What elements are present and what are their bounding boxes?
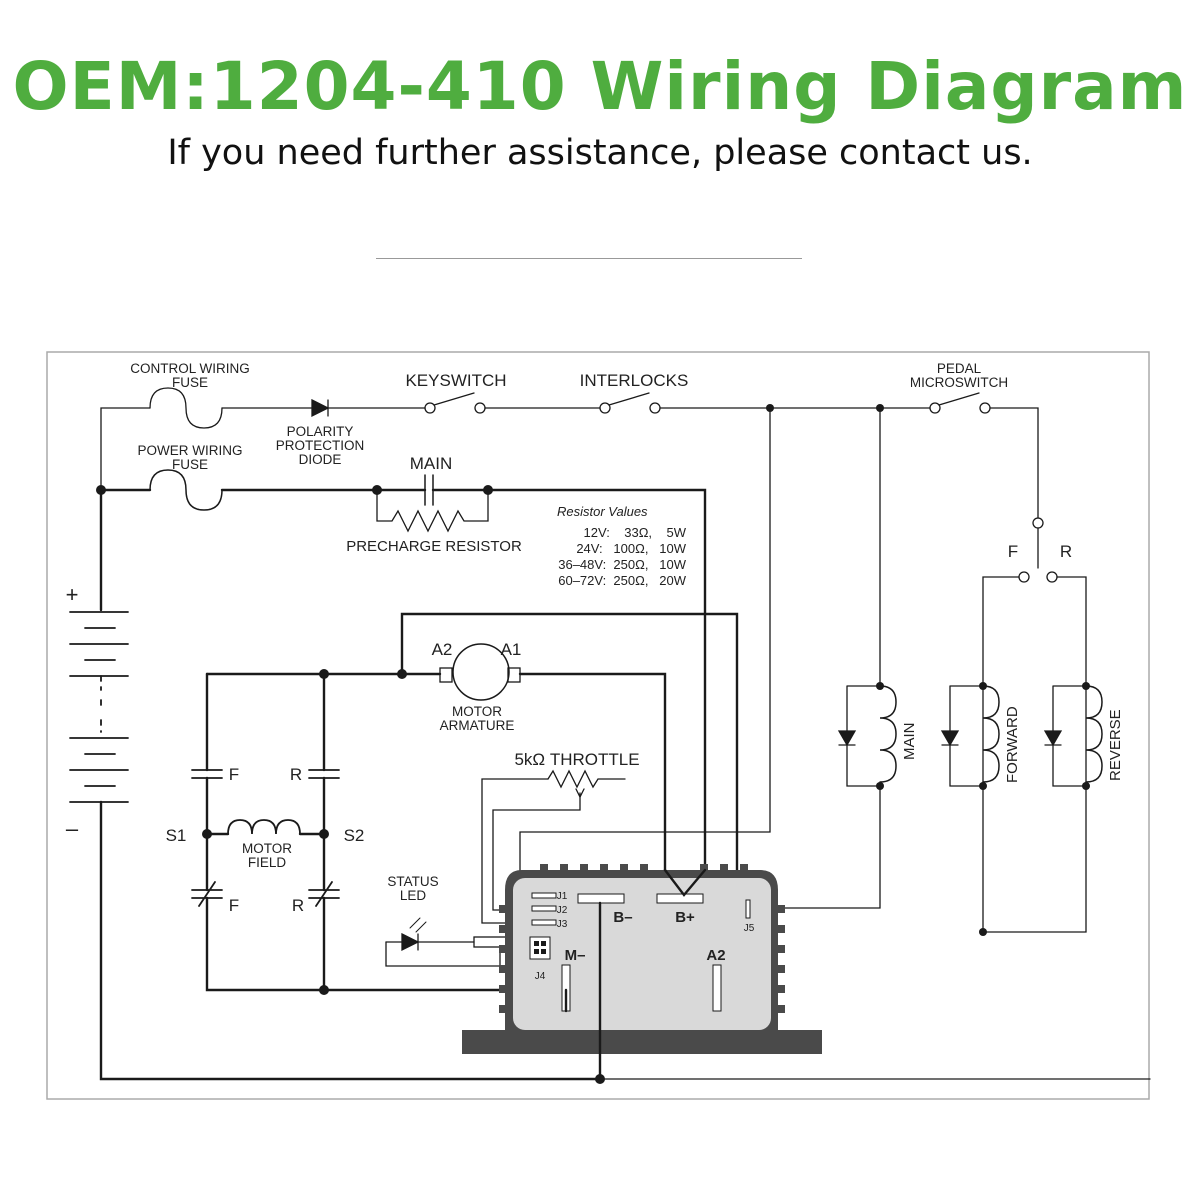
b-minus-terminal bbox=[577, 893, 625, 904]
forward-coil-diode bbox=[940, 730, 960, 747]
forward-coil-label: FORWARD bbox=[1004, 706, 1021, 783]
j3-label: J3 bbox=[557, 919, 568, 930]
interlocks-label: INTERLOCKS bbox=[580, 371, 689, 390]
diode-label-3: DIODE bbox=[299, 452, 342, 467]
a1-motor-label: A1 bbox=[501, 640, 522, 659]
status-led-label-2: LED bbox=[400, 888, 427, 903]
pedal-f-label: F bbox=[1008, 542, 1018, 561]
armature-label-2: ARMATURE bbox=[440, 718, 515, 733]
reverse-coil-diode bbox=[1043, 730, 1063, 747]
b-minus-label: B– bbox=[613, 909, 632, 926]
resistor-row-4: 60–72V: 250Ω, 20W bbox=[558, 573, 686, 588]
pedal-microswitch-contact bbox=[929, 402, 941, 414]
battery-symbol bbox=[69, 611, 129, 803]
control-fuse-label-2: FUSE bbox=[172, 375, 208, 390]
control-fuse-symbol bbox=[149, 387, 223, 429]
power-fuse-symbol bbox=[149, 469, 223, 511]
fr-switch-common bbox=[1032, 517, 1044, 529]
power-fuse-label-2: FUSE bbox=[172, 457, 208, 472]
page-title: OEM:1204-410 Wiring Diagram bbox=[12, 48, 1188, 125]
f-top-label: F bbox=[229, 765, 239, 784]
armature-label-1: MOTOR bbox=[452, 704, 502, 719]
resistor-row-3: 36–48V: 250Ω, 10W bbox=[558, 557, 686, 572]
motor-controller bbox=[462, 864, 822, 1054]
f-bottom-label: F bbox=[229, 896, 239, 915]
s2-label: S2 bbox=[344, 826, 365, 845]
status-led-symbol bbox=[401, 932, 420, 952]
diode-label-1: POLARITY bbox=[287, 424, 354, 439]
forward-coil-symbol bbox=[982, 685, 1000, 783]
main-coil-label: MAIN bbox=[901, 723, 918, 761]
b-plus-label: B+ bbox=[675, 909, 695, 926]
s1-label: S1 bbox=[166, 826, 187, 845]
resistor-row-2: 24V: 100Ω, 10W bbox=[576, 541, 686, 556]
a2-motor-label: A2 bbox=[432, 640, 453, 659]
battery-minus-label: – bbox=[66, 816, 79, 841]
keyswitch-contact bbox=[424, 402, 436, 414]
battery-plus-label: + bbox=[66, 582, 79, 607]
pedal-r-label: R bbox=[1060, 542, 1072, 561]
pedal-label-2: MICROSWITCH bbox=[910, 375, 1008, 390]
resistor-row-1: 12V: 33Ω, 5W bbox=[584, 525, 687, 540]
pedal-label-1: PEDAL bbox=[937, 361, 982, 376]
m-minus-label: M– bbox=[565, 947, 586, 964]
diagram-frame bbox=[46, 351, 1150, 1100]
motor-field-symbol bbox=[227, 819, 301, 835]
precharge-resistor-symbol bbox=[376, 489, 489, 533]
r-top-label: R bbox=[290, 765, 302, 784]
j1-label: J1 bbox=[557, 891, 568, 902]
power-fuse-label: POWER WIRING bbox=[138, 443, 243, 458]
main-coil-diode bbox=[837, 730, 857, 747]
f-contact-bottom bbox=[191, 881, 223, 907]
j4-label: J4 bbox=[535, 971, 546, 982]
precharge-label: PRECHARGE RESISTOR bbox=[346, 538, 522, 555]
field-label-2: FIELD bbox=[248, 855, 287, 870]
j5-label: J5 bbox=[744, 923, 755, 934]
a2-terminal bbox=[712, 964, 722, 1012]
r-contact-top bbox=[308, 769, 340, 779]
b-plus-terminal bbox=[656, 893, 704, 904]
resistor-values-table: Resistor Values 12V: 33Ω, 5W 24V: 100Ω, … bbox=[557, 504, 687, 588]
page-subtitle: If you need further assistance, please c… bbox=[167, 133, 1033, 173]
keyswitch-label: KEYSWITCH bbox=[405, 371, 506, 390]
j2-label: J2 bbox=[557, 905, 568, 916]
f-contact-top bbox=[191, 769, 223, 779]
motor-armature-symbol bbox=[452, 643, 510, 701]
a2-controller-label: A2 bbox=[706, 947, 725, 964]
wire-control-left bbox=[100, 407, 151, 491]
reverse-coil-symbol bbox=[1085, 685, 1103, 783]
polarity-diode-symbol bbox=[311, 398, 330, 418]
divider bbox=[376, 258, 802, 259]
field-label-1: MOTOR bbox=[242, 841, 292, 856]
r-contact-bottom bbox=[308, 881, 340, 907]
control-fuse-label: CONTROL WIRING bbox=[130, 361, 250, 376]
throttle-label: 5kΩ THROTTLE bbox=[514, 750, 639, 769]
main-coil-symbol bbox=[879, 685, 897, 783]
throttle-symbol bbox=[547, 769, 626, 789]
diode-label-2: PROTECTION bbox=[276, 438, 365, 453]
interlocks-contact bbox=[599, 402, 611, 414]
r-bottom-label: R bbox=[292, 896, 304, 915]
resistor-table-title: Resistor Values bbox=[557, 504, 648, 519]
main-contactor-label: MAIN bbox=[410, 454, 453, 473]
status-led-label-1: STATUS bbox=[387, 874, 438, 889]
reverse-coil-label: REVERSE bbox=[1107, 709, 1124, 781]
